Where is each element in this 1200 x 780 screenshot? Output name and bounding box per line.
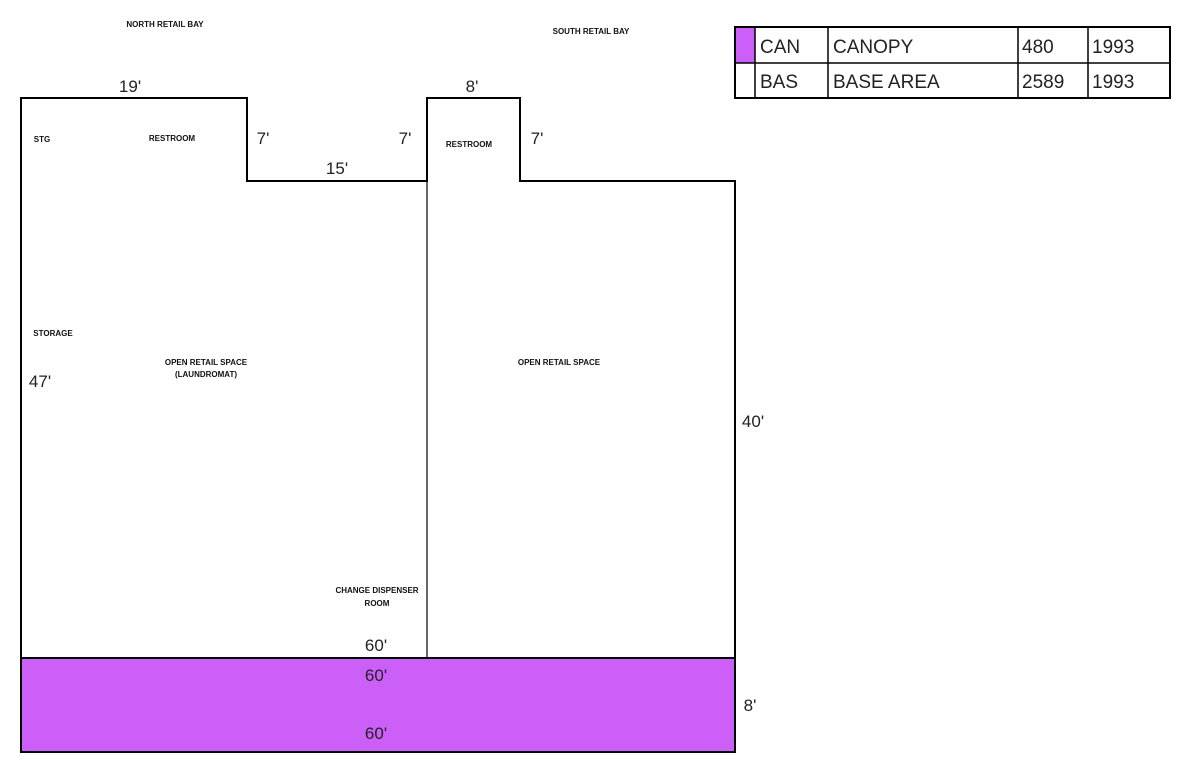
base-area-outline bbox=[20, 97, 736, 659]
dim-right-side: 40' bbox=[742, 412, 764, 431]
open-retail-north-label: OPEN RETAIL SPACE bbox=[165, 358, 248, 367]
dim-bottom-base: 60' bbox=[365, 636, 387, 655]
legend-code: CAN bbox=[760, 37, 800, 58]
room-label: ROOM bbox=[365, 599, 390, 608]
laundromat-label: (LAUNDROMAT) bbox=[175, 370, 237, 379]
dim-step-left: 7' bbox=[257, 129, 270, 148]
restroom-south-label: RESTROOM bbox=[446, 140, 493, 149]
legend-area: 2589 bbox=[1022, 72, 1064, 93]
dim-notch: 15' bbox=[326, 159, 348, 178]
legend-description: CANOPY bbox=[833, 37, 914, 58]
dim-canopy-bottom: 60' bbox=[365, 724, 387, 743]
north-bay-label: NORTH RETAIL BAY bbox=[126, 20, 204, 29]
open-retail-south-label: OPEN RETAIL SPACE bbox=[518, 358, 601, 367]
legend-year: 1993 bbox=[1092, 37, 1134, 58]
dim-left-side: 47' bbox=[29, 372, 51, 391]
legend-year: 1993 bbox=[1092, 72, 1134, 93]
area-legend-table: CAN CANOPY 480 1993 BAS BASE AREA 2589 1… bbox=[734, 26, 1171, 99]
change-dispenser-label: CHANGE DISPENSER bbox=[335, 586, 418, 595]
south-bay-label: SOUTH RETAIL BAY bbox=[553, 27, 630, 36]
canopy-area bbox=[20, 657, 736, 753]
legend-description: BASE AREA bbox=[833, 72, 940, 93]
stg-label: STG bbox=[34, 135, 50, 144]
storage-label: STORAGE bbox=[33, 329, 73, 338]
dim-step-mid: 7' bbox=[399, 129, 412, 148]
dim-step-right: 7' bbox=[531, 129, 544, 148]
dim-top-south: 8' bbox=[466, 77, 479, 96]
dim-top-north: 19' bbox=[119, 77, 141, 96]
legend-area: 480 bbox=[1022, 37, 1054, 58]
dim-canopy-top: 60' bbox=[365, 666, 387, 685]
legend-code: BAS bbox=[760, 72, 798, 93]
legend-swatch-canopy bbox=[736, 28, 755, 63]
restroom-north-label: RESTROOM bbox=[149, 134, 196, 143]
dim-canopy-side: 8' bbox=[744, 696, 757, 715]
